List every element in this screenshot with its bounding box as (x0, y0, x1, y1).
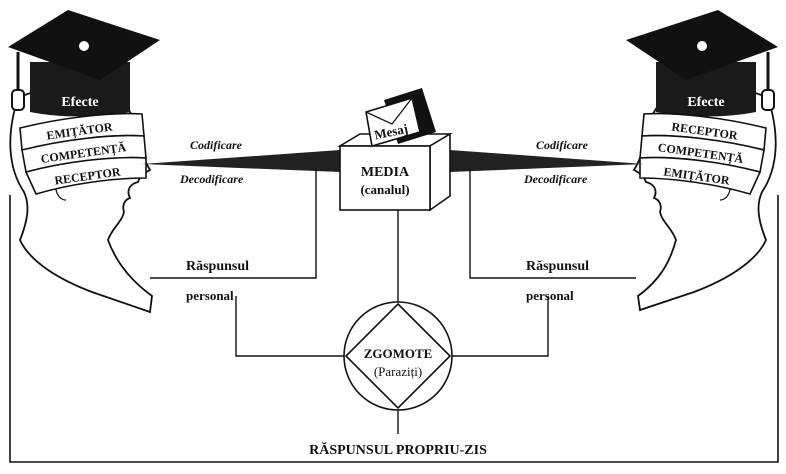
noise-label: ZGOMOTE (364, 346, 433, 361)
left-cap-label: Efecte (61, 95, 98, 110)
right-tassel-end (761, 89, 775, 111)
media-box-front (339, 145, 431, 211)
right-response-label-2: personal (526, 288, 574, 303)
left-head: Efecte EMIȚĂTOR COMPETENȚĂ RECEPTOR (8, 10, 160, 314)
right-decode-label: Decodificare (523, 172, 588, 186)
media-sublabel: (canalul) (360, 182, 409, 197)
right-response-lines (452, 168, 636, 357)
media-label: MEDIA (361, 165, 410, 180)
right-response-label-1: Răspunsul (526, 259, 589, 274)
envelope-flap (365, 97, 413, 125)
right-cap-label: Efecte (687, 95, 724, 110)
left-band-3 (24, 156, 147, 195)
right-head: Efecte RECEPTOR COMPETENȚĂ EMIȚĂTOR (626, 10, 778, 312)
footer-label-bg (296, 438, 502, 458)
media-box (337, 132, 453, 212)
right-beam (450, 150, 644, 172)
message-envelope: Mesaj (365, 88, 436, 148)
media-box-side (429, 132, 451, 212)
left-response-label-2: personal (186, 288, 234, 303)
left-cap-button (79, 41, 89, 51)
outer-frame (9, 195, 779, 463)
left-decode-label: Decodificare (179, 172, 244, 186)
left-tassel-end (11, 89, 25, 111)
noise-sublabel: (Paraziți) (374, 364, 422, 379)
left-encode-label: Codificare (190, 138, 243, 152)
left-beam (142, 150, 340, 172)
right-encode-label: Codificare (536, 138, 589, 152)
left-response-lines (150, 168, 344, 357)
left-response-label-1: Răspunsul (186, 259, 249, 274)
right-cap-button (697, 41, 707, 51)
footer-label: RĂSPUNSUL PROPRIU-ZIS (309, 441, 487, 458)
right-band-3 (639, 156, 762, 195)
noise-diamond (344, 302, 452, 410)
message-label: Mesaj (373, 121, 409, 143)
